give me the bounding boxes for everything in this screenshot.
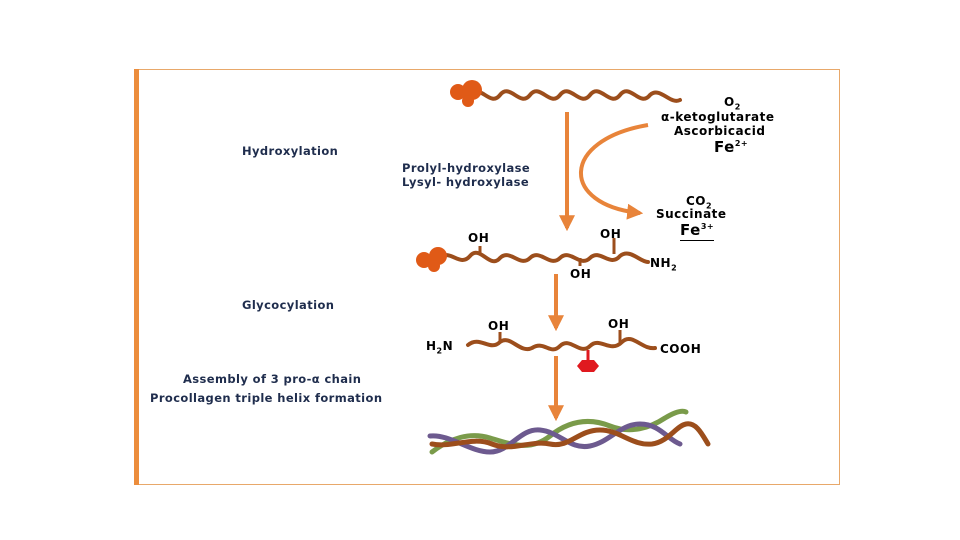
fe3-label: Fe3+ xyxy=(680,221,715,241)
chain-3-strand xyxy=(466,337,657,352)
chain-2 xyxy=(416,238,650,272)
enzyme-prolyl: Prolyl-hydroxylase xyxy=(402,161,531,175)
chain-1-strand xyxy=(468,89,682,103)
ascorbic-acid-label: Ascorbicacid xyxy=(674,124,766,138)
chain2-oh-left: OH xyxy=(468,231,490,245)
chain3-oh-left: OH xyxy=(488,319,510,333)
helix-strand-brown xyxy=(429,421,711,450)
chain-1-bead xyxy=(462,80,482,100)
chain3-h2n: H2N xyxy=(426,339,454,356)
sugar-hexagon xyxy=(577,360,599,372)
chain3-cooh: COOH xyxy=(660,342,702,356)
curved-arrow xyxy=(579,123,649,220)
step-glycocylation: Glycocylation xyxy=(242,298,335,312)
triple-helix xyxy=(427,408,711,455)
enzyme-lysyl: Lysyl- hydroxylase xyxy=(402,175,530,189)
aketoglutarate-label: α-ketoglutarate xyxy=(661,110,775,124)
step-hydroxylation: Hydroxylation xyxy=(242,144,339,158)
helix-strand-green xyxy=(429,408,689,455)
fe2-label: Fe2+ xyxy=(714,138,749,156)
succinate-label: Succinate xyxy=(656,207,727,221)
step-assembly: Assembly of 3 pro-α chain xyxy=(183,372,362,386)
chain-2-bead xyxy=(416,252,432,268)
chain-3 xyxy=(466,330,657,372)
helix-strand-purple xyxy=(427,421,683,455)
chain-1-bead xyxy=(462,95,474,107)
accent-bar xyxy=(134,69,139,485)
chain-1-bead xyxy=(450,84,466,100)
co2-label: CO2 xyxy=(686,194,713,211)
chain2-oh-bottom: OH xyxy=(570,267,592,281)
o2-label: O2 xyxy=(724,95,741,112)
chain2-oh-right: OH xyxy=(600,227,622,241)
chain-2-bead xyxy=(428,260,440,272)
chain2-nh2: NH2 xyxy=(650,256,678,273)
chain-1 xyxy=(450,80,682,107)
chain3-oh-right: OH xyxy=(608,317,630,331)
step-helix: Procollagen triple helix formation xyxy=(150,391,383,405)
chain-2-strand xyxy=(438,250,650,264)
